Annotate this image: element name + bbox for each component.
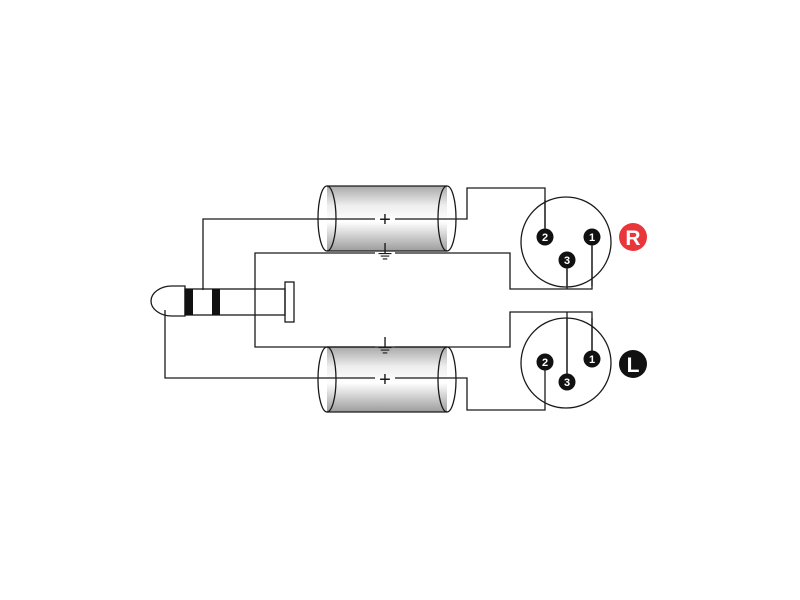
upper-ground-symbol: ⏚	[375, 242, 395, 264]
right-channel-label: R	[625, 227, 640, 250]
trs-plug	[150, 281, 295, 323]
xlr-right-pin-3: 3	[564, 255, 570, 267]
upper-plus-symbol: +	[379, 209, 391, 231]
xlr-left-pin-1: 1	[589, 354, 595, 366]
xlr-left-pin-3: 3	[564, 377, 570, 389]
xlr-right-pin-2: 2	[542, 232, 548, 244]
left-channel-label: L	[627, 354, 640, 377]
xlr-connector-right: 2 1 3	[520, 196, 612, 288]
plug-tip	[150, 285, 186, 317]
left-channel-badge: L	[619, 350, 647, 378]
plug-collar	[284, 281, 295, 323]
plug-insulator-ring-1	[185, 289, 193, 315]
lower-plus-symbol: +	[379, 369, 391, 391]
xlr-left-body	[520, 317, 612, 409]
plug-insulator-ring-2	[212, 289, 220, 315]
right-channel-badge: R	[619, 223, 647, 251]
plug-shaft	[184, 288, 286, 316]
xlr-right-pin-1: 1	[589, 232, 595, 244]
lower-cable-shield	[317, 346, 457, 413]
left-signal-wire	[164, 310, 546, 411]
xlr-connector-left: 2 1 3	[520, 317, 612, 409]
lower-ground-symbol: ⏚	[375, 336, 395, 358]
xlr-right-body	[520, 196, 612, 288]
xlr-left-pin-2: 2	[542, 357, 548, 369]
